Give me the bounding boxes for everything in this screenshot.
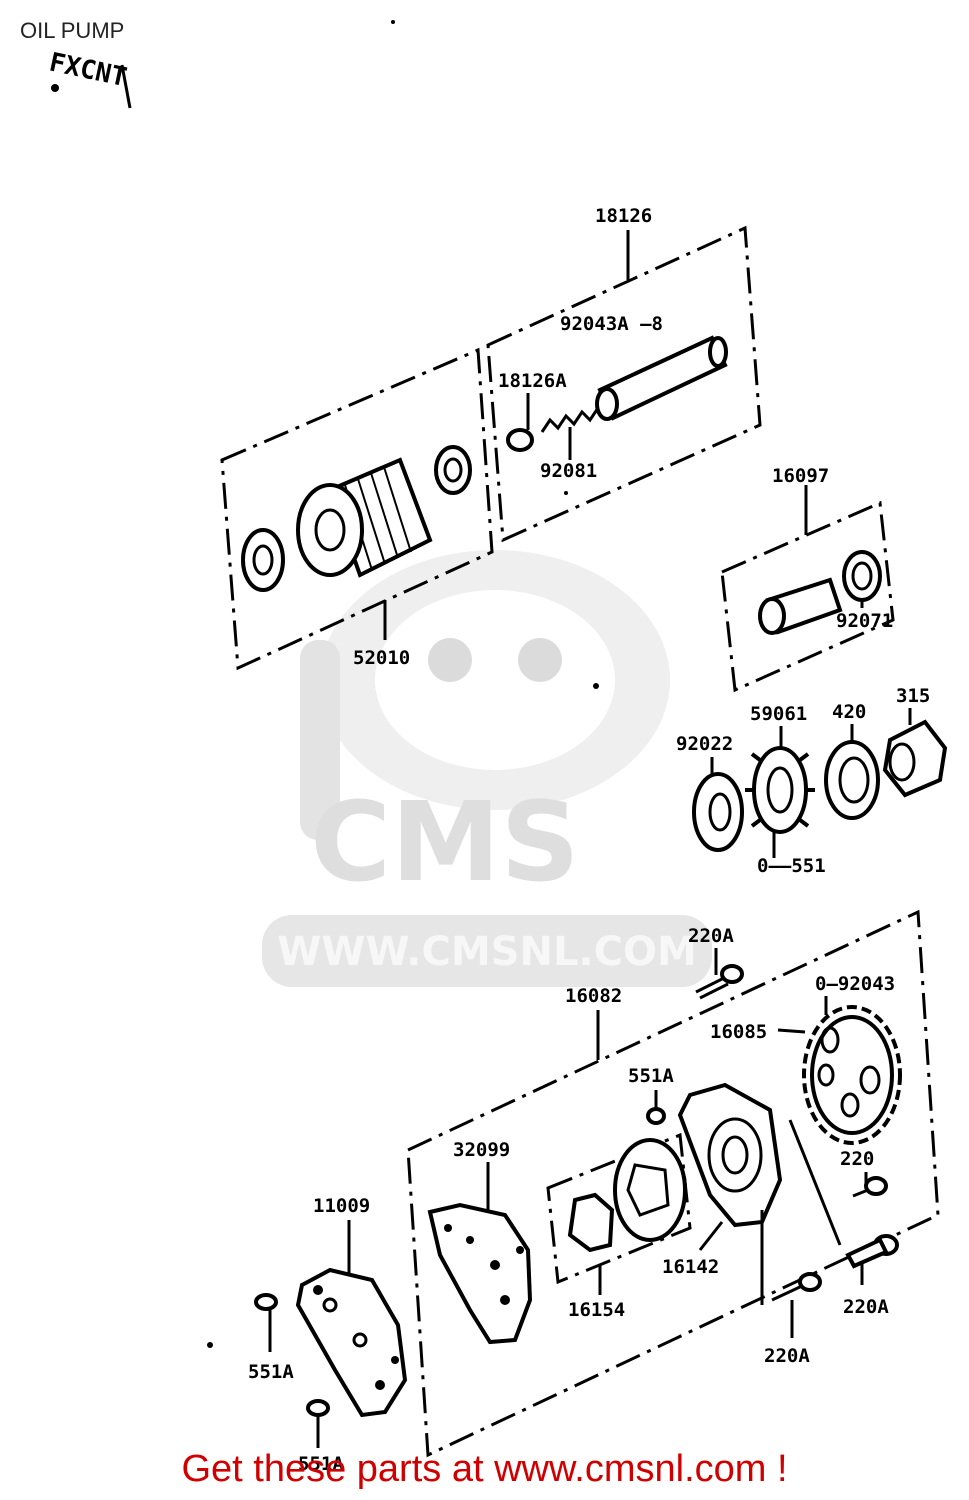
pin-551A-left bbox=[254, 1293, 278, 1311]
footer-cta-link[interactable]: Get these parts at www.cmsnl.com ! bbox=[181, 1448, 788, 1490]
pump-body-32099 bbox=[427, 1202, 533, 1345]
label-0-92043: 0—92043 bbox=[815, 973, 895, 995]
speck bbox=[207, 1342, 213, 1348]
label-16097: 16097 bbox=[772, 465, 829, 487]
leader-16142 bbox=[698, 1221, 724, 1251]
label-16085: 16085 bbox=[710, 1021, 767, 1043]
spring-92081 bbox=[540, 407, 600, 433]
rotor-outer-16154 bbox=[613, 1138, 687, 1242]
stamp-dot bbox=[51, 84, 59, 92]
label-92081: 92081 bbox=[540, 460, 597, 482]
pump-cover-16142 bbox=[677, 1082, 783, 1228]
label-59061: 59061 bbox=[750, 703, 807, 725]
watermark-url: WWW.CMSNL.COM bbox=[277, 929, 697, 975]
rotor-inner-16154 bbox=[567, 1192, 615, 1253]
gear-59061 bbox=[745, 746, 815, 834]
label-11009: 11009 bbox=[313, 1195, 370, 1217]
label-92022: 92022 bbox=[676, 733, 733, 755]
speck bbox=[564, 491, 568, 495]
pin-551A-bottom bbox=[306, 1399, 330, 1417]
label-220A-right: 220A bbox=[843, 1296, 889, 1318]
group-box-52010 bbox=[220, 347, 494, 671]
nut-315 bbox=[882, 719, 948, 798]
group-box-16082 bbox=[406, 909, 940, 1458]
label-16154: 16154 bbox=[568, 1299, 625, 1321]
washer-92022 bbox=[692, 772, 744, 852]
speck bbox=[593, 683, 599, 689]
label-420: 420 bbox=[832, 701, 866, 723]
label-551A-bottom: 551A bbox=[298, 1453, 344, 1475]
label-551A-mid: 551A bbox=[628, 1065, 674, 1087]
label-0-551: 0——551 bbox=[757, 855, 826, 877]
bolt-220A-right bbox=[845, 1234, 899, 1269]
label-220A-top: 220A bbox=[688, 925, 734, 947]
washer-420 bbox=[824, 740, 880, 820]
bolt-220A-top bbox=[695, 964, 744, 1000]
page-title: OIL PUMP bbox=[20, 18, 124, 43]
group-box-16097 bbox=[720, 500, 895, 693]
bolt-220A-bottom bbox=[771, 1272, 822, 1302]
bolt-220 bbox=[852, 1176, 888, 1198]
label-92071: 92071 bbox=[836, 610, 893, 632]
pin-551A-mid bbox=[646, 1107, 666, 1125]
pin-18126A bbox=[506, 428, 534, 452]
fxcnt-stamp: FXCNT bbox=[47, 48, 130, 94]
label-16142: 16142 bbox=[662, 1256, 719, 1278]
label-16082: 16082 bbox=[565, 985, 622, 1007]
label-220: 220 bbox=[840, 1148, 874, 1170]
label-18126: 18126 bbox=[595, 205, 652, 227]
label-220A-bottom: 220A bbox=[764, 1345, 810, 1367]
label-32099: 32099 bbox=[453, 1139, 510, 1161]
mascot-icon bbox=[300, 550, 670, 840]
stamp-bar bbox=[120, 64, 132, 109]
relief-valve-16097 bbox=[758, 550, 882, 635]
sprocket-16085 bbox=[802, 1005, 902, 1145]
shaft-part bbox=[595, 335, 728, 421]
watermark-brand: CMS bbox=[310, 778, 579, 906]
label-315: 315 bbox=[896, 685, 930, 707]
speck bbox=[391, 20, 395, 24]
leader-16085 bbox=[777, 1028, 806, 1034]
watermark: CMS WWW.CMSNL.COM bbox=[262, 550, 712, 987]
svg-text:FXCNT: FXCNT bbox=[47, 48, 130, 94]
oil-filter-52010 bbox=[241, 445, 472, 592]
leader-220A-right-diag bbox=[788, 1119, 842, 1246]
label-52010: 52010 bbox=[353, 647, 410, 669]
gasket-11009 bbox=[295, 1267, 408, 1418]
label-551A-left: 551A bbox=[248, 1361, 294, 1383]
label-18126A: 18126A bbox=[498, 370, 567, 392]
group-box-18126 bbox=[486, 225, 762, 543]
label-92043A-8: 92043A —8 bbox=[560, 313, 663, 335]
